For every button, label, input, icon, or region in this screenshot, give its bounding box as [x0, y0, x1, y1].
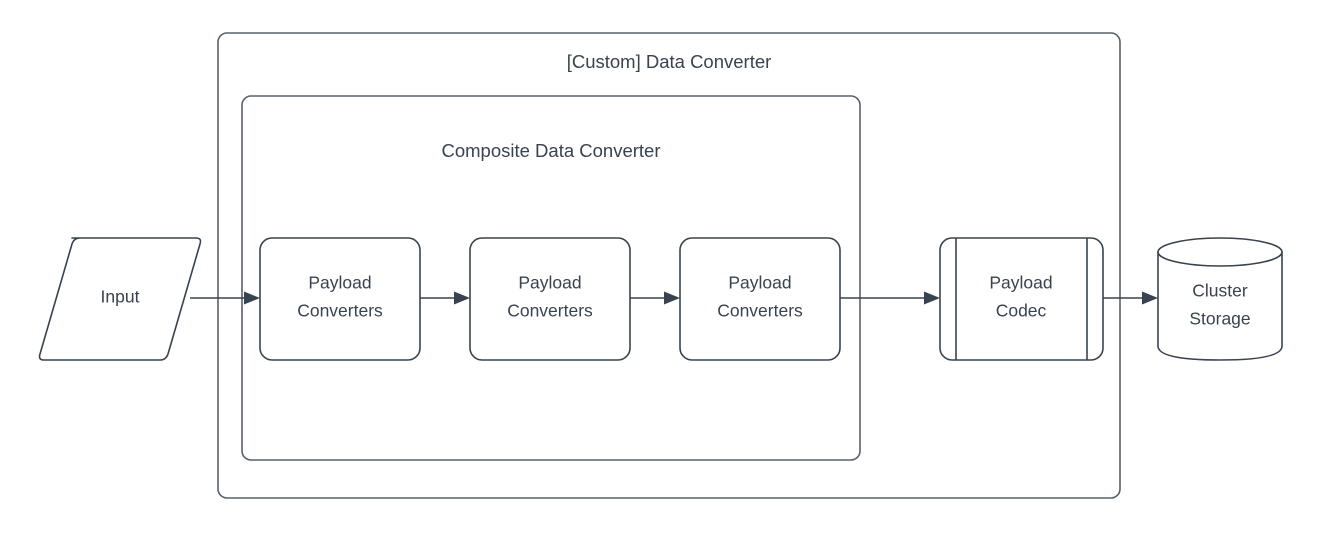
node-payload-codec-label-line2: Codec	[996, 301, 1047, 321]
node-input[interactable]: Input	[38, 237, 202, 361]
node-payload-converters-3[interactable]: Payload Converters	[679, 237, 841, 361]
node-payload-converters-3-label-line2: Converters	[717, 301, 803, 321]
node-payload-converters-1-label-line2: Converters	[297, 301, 383, 321]
node-payload-converters-2-label-line2: Converters	[507, 301, 593, 321]
node-payload-codec-label-line1: Payload	[989, 273, 1052, 293]
node-cluster-storage-label-line2: Storage	[1189, 309, 1250, 329]
connector-payload-codec-to-cluster-storage	[1103, 291, 1158, 305]
connector-payload-converters-3-to-payload-codec	[840, 291, 940, 305]
node-payload-converters-3-label-line1: Payload	[728, 273, 791, 293]
arrow-head-icon	[664, 291, 680, 305]
node-input-label: Input	[101, 287, 140, 307]
node-cluster-storage-top	[1157, 237, 1283, 267]
container-composite-data-converter[interactable]: Composite Data Converter	[241, 95, 861, 461]
node-cluster-storage-label-line1: Cluster	[1192, 281, 1248, 301]
arrow-head-icon	[244, 291, 260, 305]
arrow-head-icon	[1142, 291, 1158, 305]
arrow-head-icon	[924, 291, 940, 305]
node-payload-converters-2[interactable]: Payload Converters	[469, 237, 631, 361]
node-payload-codec-shape	[939, 237, 1104, 361]
node-payload-converters-2-shape	[469, 237, 631, 361]
container-custom-data-converter[interactable]: [Custom] Data Converter	[217, 32, 1121, 499]
node-payload-converters-1[interactable]: Payload Converters	[259, 237, 421, 361]
node-cluster-storage-body	[1157, 251, 1283, 361]
container-custom-data-converter-label: [Custom] Data Converter	[567, 51, 772, 72]
connector-input-to-payload-converters-1	[190, 291, 260, 305]
node-payload-converters-1-label-line1: Payload	[308, 273, 371, 293]
container-composite-data-converter-label: Composite Data Converter	[441, 140, 660, 161]
node-payload-converters-3-shape	[679, 237, 841, 361]
node-input-shape	[38, 237, 202, 361]
container-composite-data-converter-outline	[241, 95, 861, 461]
node-payload-converters-1-shape	[259, 237, 421, 361]
node-payload-converters-2-label-line1: Payload	[518, 273, 581, 293]
arrow-head-icon	[454, 291, 470, 305]
connector-payload-converters-2-to-payload-converters-3	[630, 291, 680, 305]
node-cluster-storage[interactable]: Cluster Storage	[1157, 237, 1283, 361]
connector-payload-converters-1-to-payload-converters-2	[420, 291, 470, 305]
node-payload-codec[interactable]: Payload Codec	[939, 237, 1104, 361]
container-custom-data-converter-outline	[217, 32, 1121, 499]
